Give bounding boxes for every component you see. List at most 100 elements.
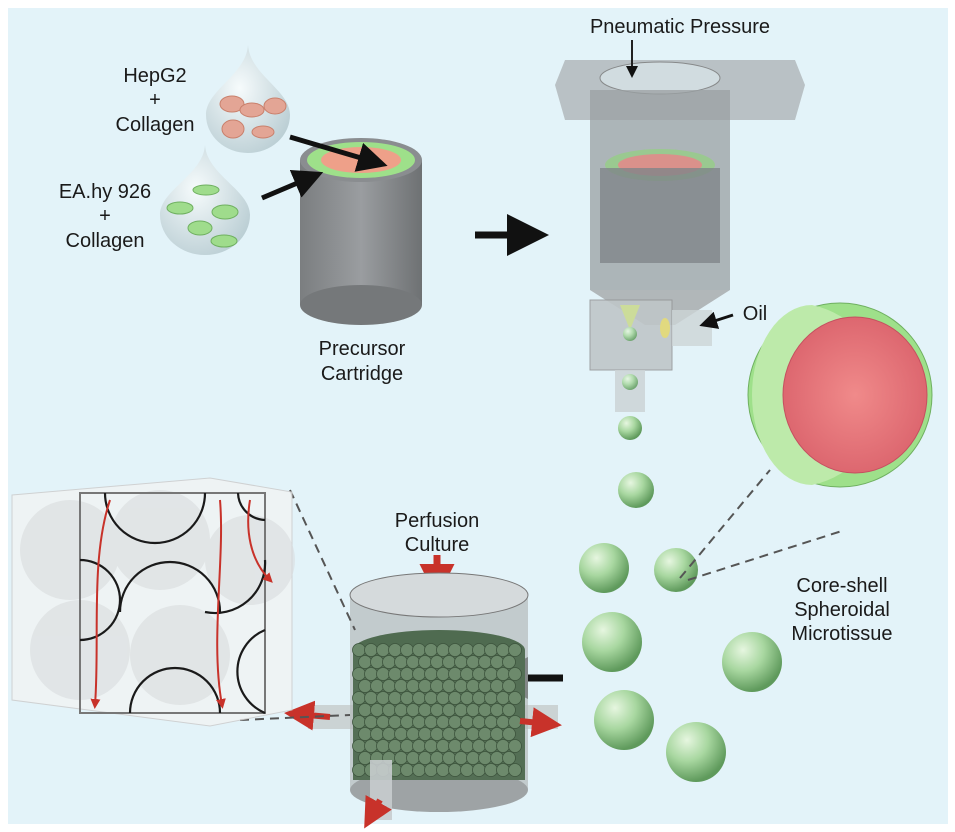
packed-spheroid xyxy=(370,679,384,693)
packed-spheroid xyxy=(400,691,414,705)
packed-spheroid xyxy=(382,679,396,693)
packed-spheroid xyxy=(376,667,390,681)
packed-spheroid xyxy=(502,679,516,693)
packed-spheroid xyxy=(382,727,396,741)
perfusion-reactor xyxy=(308,572,558,820)
packed-spheroid xyxy=(502,751,516,765)
packed-spheroid xyxy=(400,715,414,729)
spheroid xyxy=(579,543,629,593)
packed-spheroid xyxy=(448,643,462,657)
packed-spheroid xyxy=(478,679,492,693)
packed-spheroid xyxy=(400,763,414,777)
packed-spheroid xyxy=(508,763,522,777)
cartridge-label: Precursor xyxy=(319,338,406,360)
microtissue-label-2: Spheroidal xyxy=(794,599,890,621)
packed-spheroid xyxy=(490,703,504,717)
packed-spheroid xyxy=(496,667,510,681)
packed-spheroid xyxy=(472,667,486,681)
packed-spheroid xyxy=(364,691,378,705)
packed-spheroid xyxy=(388,739,402,753)
packed-spheroid xyxy=(358,751,372,765)
oil-arrow xyxy=(699,311,734,329)
precursor-cartridge xyxy=(300,138,422,325)
zoom-line xyxy=(289,489,356,631)
packed-spheroid xyxy=(448,667,462,681)
spheroids xyxy=(579,416,782,782)
packed-spheroid xyxy=(376,739,390,753)
spheroid xyxy=(654,548,698,592)
spheroid xyxy=(594,690,654,750)
packed-spheroid xyxy=(424,643,438,657)
packed-spheroid xyxy=(478,655,492,669)
packed-spheroid xyxy=(472,643,486,657)
packed-spheroid xyxy=(412,715,426,729)
packed-spheroid xyxy=(412,667,426,681)
packed-spheroid xyxy=(430,679,444,693)
packed-spheroid xyxy=(394,703,408,717)
perfusion-label-2: Culture xyxy=(405,534,469,556)
packed-spheroid xyxy=(394,751,408,765)
packed-spheroid xyxy=(376,691,390,705)
cartridge-label-2: Cartridge xyxy=(321,363,403,385)
packed-spheroid xyxy=(496,715,510,729)
packed-spheroid xyxy=(490,727,504,741)
packed-spheroid xyxy=(412,691,426,705)
packed-spheroid xyxy=(442,703,456,717)
packed-spheroid xyxy=(472,715,486,729)
packed-spheroid xyxy=(394,655,408,669)
packed-spheroid xyxy=(406,727,420,741)
arrow-eahy xyxy=(261,169,324,201)
packed-spheroid xyxy=(388,715,402,729)
packed-spheroid xyxy=(448,715,462,729)
packed-spheroid xyxy=(496,739,510,753)
packed-spheroid xyxy=(358,679,372,693)
packed-spheroid xyxy=(508,667,522,681)
packed-spheroid xyxy=(424,667,438,681)
packed-spheroid xyxy=(436,739,450,753)
packed-spheroid xyxy=(484,667,498,681)
packed-spheroid xyxy=(442,727,456,741)
packed-spheroid xyxy=(460,667,474,681)
packed-spheroid xyxy=(430,655,444,669)
packed-spheroid xyxy=(460,691,474,705)
plus-sign: + xyxy=(99,205,111,227)
svg-text:HepG2+Collagen: HepG2+Collagen xyxy=(116,65,195,136)
packed-spheroid xyxy=(364,739,378,753)
microtissue-label: Core-shell xyxy=(796,575,887,597)
pressure-label: Pneumatic Pressure xyxy=(590,16,770,38)
packed-spheroid xyxy=(496,763,510,777)
packed-spheroid xyxy=(406,679,420,693)
packed-spheroid xyxy=(478,727,492,741)
packed-spheroid xyxy=(448,763,462,777)
packed-spheroid xyxy=(370,703,384,717)
packed-spheroid xyxy=(358,655,372,669)
packed-spheroid xyxy=(406,703,420,717)
plus-sign: + xyxy=(149,89,161,111)
packed-spheroid xyxy=(400,667,414,681)
packed-spheroid xyxy=(502,727,516,741)
eahy-label: EA.hy 926 xyxy=(59,181,151,203)
packed-spheroid xyxy=(418,655,432,669)
packed-spheroid xyxy=(394,727,408,741)
packed-spheroid xyxy=(412,643,426,657)
packed-spheroid xyxy=(454,703,468,717)
spheroid xyxy=(722,632,782,692)
packed-spheroid xyxy=(424,763,438,777)
packed-spheroid xyxy=(466,679,480,693)
collagen-label: Collagen xyxy=(66,230,145,252)
packed-spheroid xyxy=(484,715,498,729)
microfluidic-device xyxy=(555,60,805,412)
packed-spheroid xyxy=(388,667,402,681)
packed-spheroid xyxy=(484,691,498,705)
packed-spheroid xyxy=(460,739,474,753)
core-shell-cross-section xyxy=(747,302,933,488)
packed-spheroid xyxy=(454,679,468,693)
packed-spheroid xyxy=(502,703,516,717)
perfusion-label: Perfusion xyxy=(395,510,480,532)
outflow-arrow xyxy=(284,700,331,731)
packed-spheroid xyxy=(496,691,510,705)
packed-spheroid xyxy=(364,643,378,657)
packed-spheroid xyxy=(448,691,462,705)
